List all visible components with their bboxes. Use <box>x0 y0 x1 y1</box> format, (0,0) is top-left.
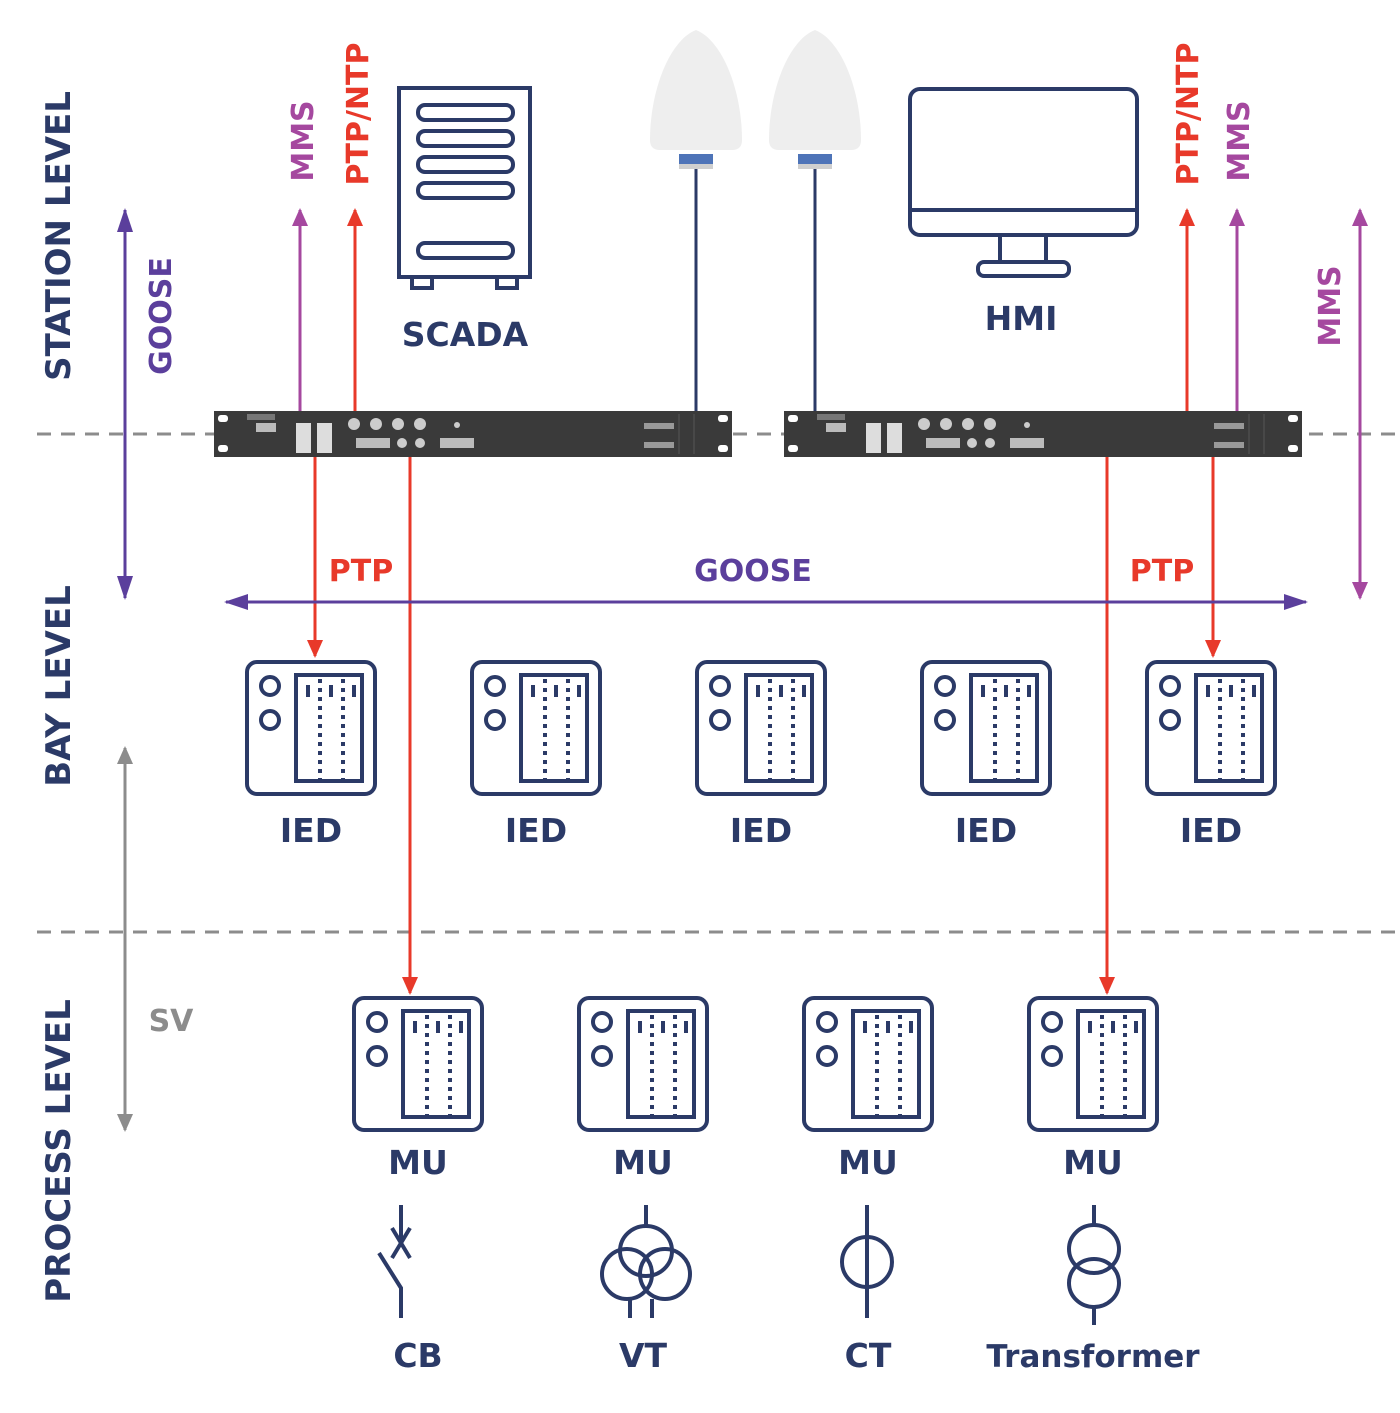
scada-server-icon <box>397 86 532 290</box>
ied-device-icon <box>1147 662 1275 794</box>
mu-label: MU <box>838 1143 898 1182</box>
station-level-label: STATION LEVEL <box>39 91 79 381</box>
mu-label: MU <box>1063 1143 1123 1182</box>
mms-right-label: MMS <box>1313 265 1348 346</box>
mu-label: MU <box>388 1143 448 1182</box>
equipment-label-transformer: Transformer <box>986 1339 1200 1375</box>
equipment-label-vt: VT <box>619 1336 668 1375</box>
merging-unit-icon <box>579 998 707 1130</box>
process-level-label: PROCESS LEVEL <box>39 999 79 1303</box>
ied-label: IED <box>1180 811 1242 850</box>
circuit-breaker-icon <box>377 1205 412 1318</box>
merging-unit-icon <box>804 998 932 1130</box>
merging-unit-icon <box>354 998 482 1130</box>
ptp-right-label: PTP <box>1130 554 1194 589</box>
ied-device-icon <box>922 662 1050 794</box>
current-transformer-icon <box>840 1205 894 1318</box>
ptp-ntp-left-label: PTP/NTP <box>341 43 376 186</box>
sv-label: SV <box>149 1004 195 1039</box>
gps-antenna-icon <box>769 30 861 412</box>
ied-label: IED <box>505 811 567 850</box>
ied-label: IED <box>955 811 1017 850</box>
gps-antenna-icon <box>650 30 742 412</box>
scada-label: SCADA <box>402 315 529 354</box>
mms-left-label: MMS <box>286 100 321 181</box>
equipment-label-ct: CT <box>845 1336 892 1375</box>
bay-level-label: BAY LEVEL <box>39 585 79 787</box>
ied-device-icon <box>472 662 600 794</box>
merging-unit-icon <box>1029 998 1157 1130</box>
ied-device-icon <box>247 662 375 794</box>
mms-right-top-label: MMS <box>1222 100 1257 181</box>
ied-label: IED <box>730 811 792 850</box>
ptp-ntp-right-label: PTP/NTP <box>1171 43 1206 186</box>
ied-label: IED <box>280 811 342 850</box>
voltage-transformer-icon <box>600 1205 692 1318</box>
network-switch-left <box>214 411 732 457</box>
network-switch-right <box>784 411 1302 457</box>
hmi-label: HMI <box>985 299 1058 338</box>
goose-vertical-label: GOOSE <box>144 257 179 375</box>
equipment-label-cb: CB <box>393 1336 442 1375</box>
goose-bus-label: GOOSE <box>694 554 812 589</box>
mu-label: MU <box>613 1143 673 1182</box>
hmi-monitor-icon <box>908 87 1139 278</box>
ied-device-icon <box>697 662 825 794</box>
power-transformer-icon <box>1067 1205 1121 1325</box>
ptp-left-label: PTP <box>329 554 393 589</box>
